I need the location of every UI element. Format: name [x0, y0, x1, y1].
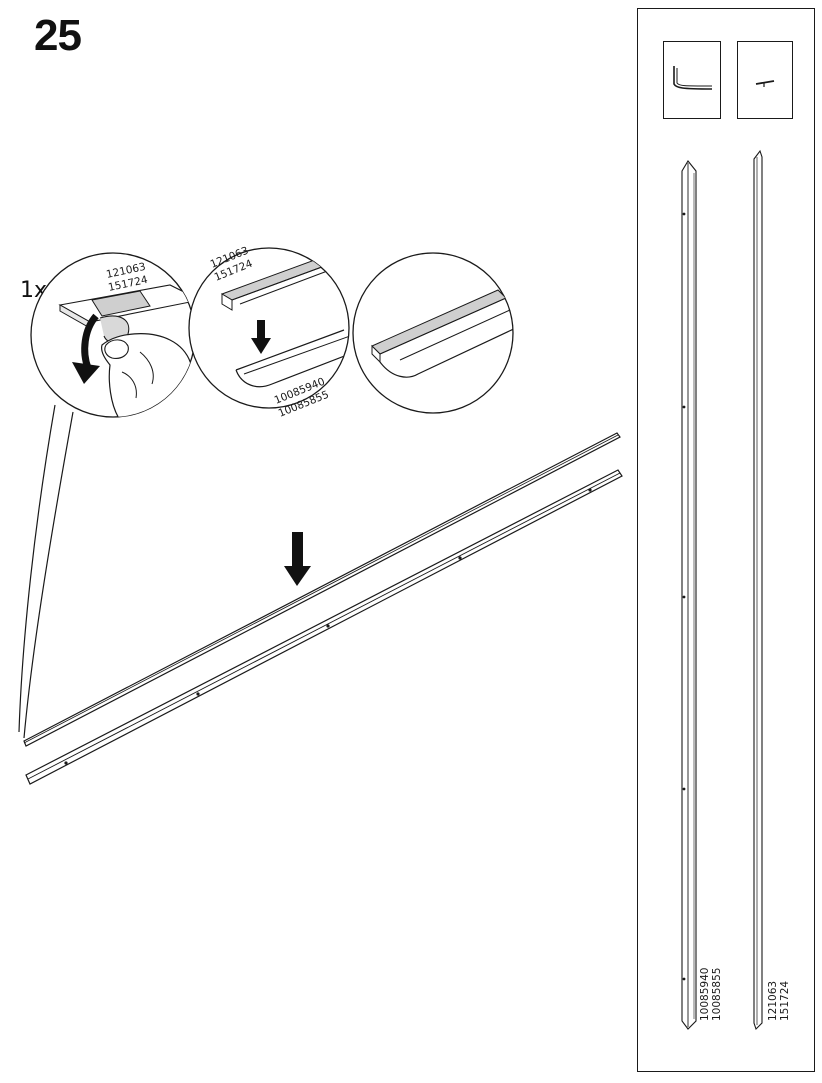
rail-part-code-1: 10085940 [699, 968, 711, 1021]
rail-part-drawing [681, 160, 697, 1030]
long-strip [23, 432, 621, 747]
rail-part-code-2: 10085855 [711, 968, 723, 1021]
result-detail [352, 252, 514, 414]
strip-part-code-2: 151724 [779, 981, 791, 1021]
peel-tape-detail: 121063 151724 [30, 252, 196, 418]
rail-profile-thumb [663, 41, 721, 119]
strip-profile-thumb [737, 41, 793, 119]
strip-part-code-1: 121063 [767, 981, 779, 1021]
rail-profile-icon [673, 66, 713, 90]
insert-strip-detail: 121063 151724 10085940 10085855 [188, 245, 350, 420]
long-rail [25, 469, 623, 785]
step-number: 25 [34, 11, 82, 60]
assembly-illustration: 121063 151724 121063 151724 10085940 100… [18, 245, 623, 785]
down-arrow-icon [284, 532, 311, 586]
strip-part-drawing [753, 149, 763, 1031]
parts-sidebar: 10085940 10085855 121063 151724 [637, 8, 815, 1072]
callout-tail [18, 404, 56, 733]
strip-profile-icon [755, 80, 775, 87]
